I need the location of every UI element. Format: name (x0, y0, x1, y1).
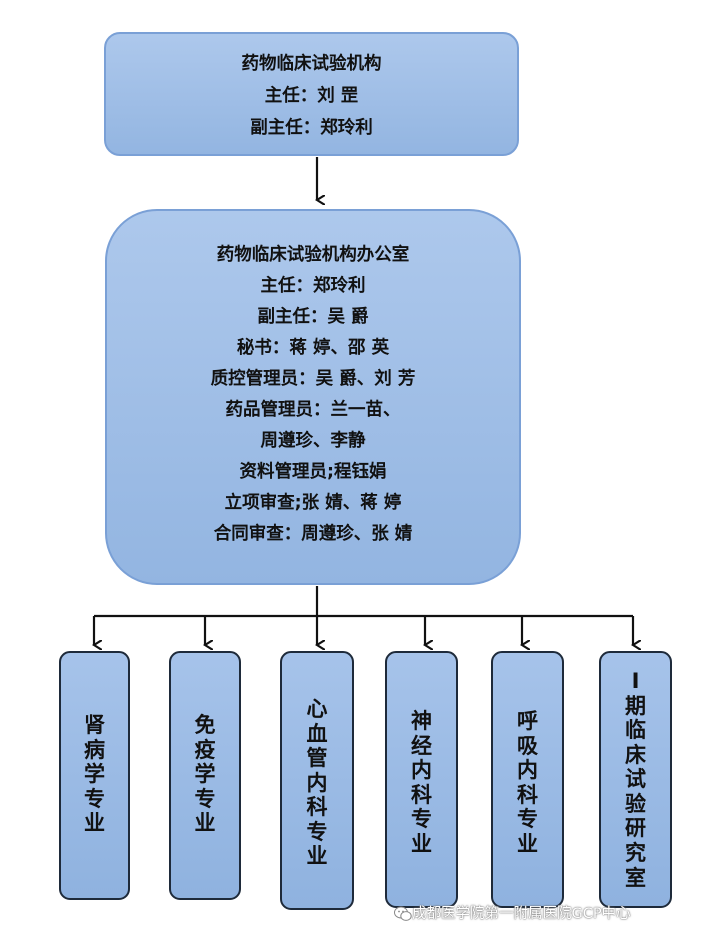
office-contract-review: 合同审查：周遵珍、张 婧 (213, 524, 413, 544)
office-drug-manager-cont: 周遵珍、李静 (260, 431, 366, 451)
department-box-respiratory: 呼 吸 内 科 专 业 (491, 651, 564, 908)
department-label: 肾 病 学 专 业 (84, 713, 105, 836)
department-box-immunology: 免 疫 学 专 业 (169, 651, 241, 900)
institution-deputy-director: 副主任：郑玲利 (250, 118, 373, 138)
institution-director: 主任：刘 罡 (264, 86, 359, 106)
office-quality-manager: 质控管理员：吴 爵、刘 芳 (210, 369, 416, 389)
wechat-icon (394, 906, 412, 921)
department-box-phase-one-lab: I 期 临 床 试 验 研 究 室 (599, 651, 672, 908)
department-box-cardiology: 心 血 管 内 科 专 业 (280, 651, 354, 910)
department-label: 心 血 管 内 科 专 业 (306, 697, 328, 869)
department-label: 呼 吸 内 科 专 业 (517, 709, 538, 856)
department-box-nephrology: 肾 病 学 专 业 (59, 651, 130, 900)
office-director: 主任：郑玲利 (260, 276, 366, 296)
department-label: I 期 临 床 试 验 研 究 室 (625, 669, 646, 890)
department-box-neurology: 神 经 内 科 专 业 (385, 651, 458, 908)
office-deputy-director: 副主任：吴 爵 (257, 307, 369, 327)
institution-title: 药物临床试验机构 (241, 54, 382, 74)
office-document-manager: 资料管理员;程钰娟 (239, 462, 387, 482)
institution-box: 药物临床试验机构 主任：刘 罡 副主任：郑玲利 (104, 32, 519, 156)
office-secretary: 秘书：蒋 婷、邵 英 (236, 338, 390, 358)
office-project-review: 立项审查;张 婧、蒋 婷 (224, 493, 402, 513)
office-title: 药物临床试验机构办公室 (216, 245, 410, 265)
watermark-text: 成都医学院第一附属医院GCP中心 (412, 906, 631, 922)
office-drug-manager: 药品管理员：兰一苗、 (225, 400, 401, 420)
department-label: 免 疫 学 专 业 (194, 713, 216, 836)
department-label: 神 经 内 科 专 业 (411, 709, 432, 856)
office-box: 药物临床试验机构办公室 主任：郑玲利 副主任：吴 爵 秘书：蒋 婷、邵 英 质控… (105, 209, 521, 585)
